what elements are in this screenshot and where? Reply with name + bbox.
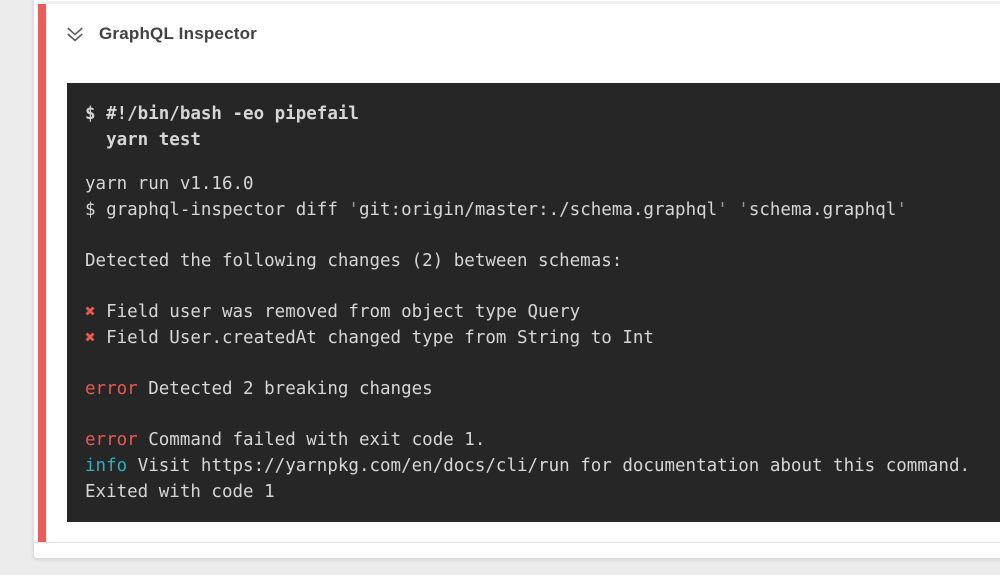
terminal-line <box>85 402 1000 427</box>
terminal-line <box>85 351 1000 376</box>
terminal-line <box>85 274 1000 299</box>
row-divider <box>38 1 1000 4</box>
terminal-text-segment: Visit https://yarnpkg.com/en/docs/cli/ru… <box>127 456 971 476</box>
step-card: GraphQL Inspector $ #!/bin/bash -eo pipe… <box>33 0 1000 559</box>
terminal-line: $ #!/bin/bash -eo pipefail <box>85 101 1000 127</box>
terminal-line: $ graphql-inspector diff 'git:origin/mas… <box>85 197 1000 223</box>
command-block: $ #!/bin/bash -eo pipefail yarn test <box>85 101 1000 153</box>
terminal-text-segment: error <box>85 379 138 399</box>
terminal-text-segment: Exited with code 1 <box>85 482 275 502</box>
terminal-text-segment: ' <box>896 200 907 220</box>
terminal-text-segment: Field user was removed from object type … <box>95 302 581 322</box>
terminal-line: error Command failed with exit code 1. <box>85 427 1000 453</box>
terminal-line: ✖ Field user was removed from object typ… <box>85 299 1000 325</box>
step-title: GraphQL Inspector <box>99 24 258 43</box>
terminal-text-segment: ✖ <box>85 328 96 348</box>
terminal-text-segment: schema.graphql <box>748 200 897 220</box>
double-chevron-down-icon[interactable] <box>64 24 86 44</box>
failure-accent-bar <box>38 4 46 542</box>
terminal-text-segment: $ #!/bin/bash -eo pipefail <box>85 104 359 124</box>
terminal-text-segment: ' <box>348 200 359 220</box>
terminal-text-segment: error <box>85 430 138 450</box>
terminal-text-segment: Detected the following changes (2) betwe… <box>85 251 623 271</box>
terminal-line: Detected the following changes (2) betwe… <box>85 248 1000 274</box>
terminal-line: info Visit https://yarnpkg.com/en/docs/c… <box>85 453 1000 479</box>
step-header[interactable]: GraphQL Inspector <box>64 20 257 48</box>
terminal-text-segment: Field User.createdAt changed type from S… <box>95 328 654 348</box>
terminal-text-segment: info <box>85 456 128 476</box>
terminal-text-segment: $ graphql-inspector diff <box>85 200 349 220</box>
terminal-line: error Detected 2 breaking changes <box>85 376 1000 402</box>
failed-step-row: GraphQL Inspector $ #!/bin/bash -eo pipe… <box>34 4 1000 543</box>
output-block: yarn run v1.16.0 $ graphql-inspector diff… <box>85 171 1000 505</box>
terminal-text-segment <box>728 200 739 220</box>
terminal-output: $ #!/bin/bash -eo pipefail yarn test yar… <box>67 83 1000 522</box>
terminal-text-segment: ✖ <box>85 302 96 322</box>
terminal-text-segment: git:origin/master:./schema.graphql <box>358 200 718 220</box>
terminal-line: yarn run v1.16.0 <box>85 171 1000 197</box>
terminal-line: yarn test <box>85 127 1000 153</box>
terminal-text-segment: Detected 2 breaking changes <box>137 379 433 399</box>
terminal-line <box>85 223 1000 248</box>
terminal-text-segment: ' <box>717 200 728 220</box>
terminal-text-segment: ' <box>738 200 749 220</box>
terminal-line: ✖ Field User.createdAt changed type from… <box>85 325 1000 351</box>
terminal-text-segment: yarn run v1.16.0 <box>85 174 254 194</box>
terminal-text-segment: yarn test <box>85 130 201 150</box>
terminal-line: Exited with code 1 <box>85 479 1000 505</box>
terminal-text-segment: Command failed with exit code 1. <box>137 430 486 450</box>
